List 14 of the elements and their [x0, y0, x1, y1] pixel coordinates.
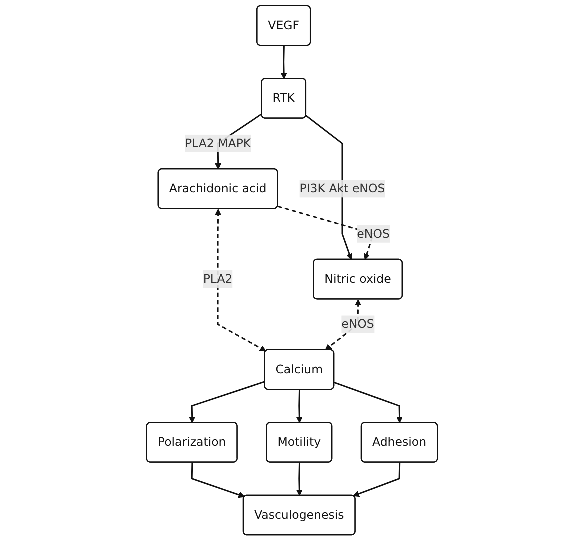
edge-label: eNOS — [357, 226, 390, 241]
arrow — [306, 115, 353, 260]
edge-label: PI3K Akt eNOS — [300, 182, 386, 196]
edge-label: PLA2 — [204, 272, 234, 286]
arrow — [215, 209, 267, 352]
edge-label: PLA2 MAPK — [185, 136, 252, 150]
arrow — [296, 390, 304, 424]
edge-label: eNOS — [342, 317, 375, 332]
arrow — [281, 46, 288, 80]
arrow — [334, 382, 404, 424]
arrow — [189, 381, 266, 424]
arrow — [296, 462, 304, 496]
arrow — [192, 462, 246, 498]
arrow — [353, 462, 401, 498]
